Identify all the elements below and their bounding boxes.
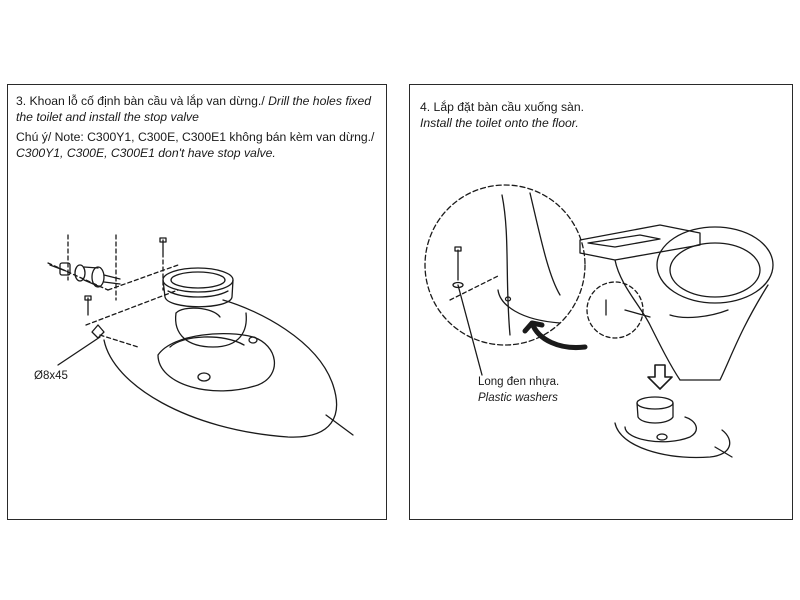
install-toilet-illustration (424, 184, 774, 459)
step-3-note-en: C300Y1, C300E, C300E1 don't have stop va… (16, 146, 276, 160)
stop-valve-icon (49, 262, 121, 288)
washer-label-vi: Long đen nhựa. (478, 376, 560, 388)
step-3-title-en-part-1: Drill the holes fixed (268, 94, 372, 108)
step-4-panel: 4. Lắp đặt bàn cầu xuống sàn. Install th… (409, 84, 793, 520)
detail-focus-circle (586, 281, 644, 339)
step-3-panel: 3. Khoan lỗ cố định bàn cầu và lắp van d… (7, 84, 387, 520)
floor-flange-icon (157, 267, 275, 392)
washer-label-en: Plastic washers (478, 392, 558, 404)
curved-arrow-icon (522, 320, 588, 351)
floor-flange-icon (614, 396, 733, 459)
toilet-footprint-outline (103, 299, 338, 438)
step-3-title-vi: 3. Khoan lỗ cố định bàn cầu và lắp van d… (16, 94, 265, 108)
step-3-title-line-1: 3. Khoan lỗ cố định bàn cầu và lắp van d… (16, 93, 371, 109)
drill-size-label: Ø8x45 (34, 370, 68, 382)
step-4-title-en: Install the toilet onto the floor. (420, 116, 579, 130)
drill-hole-marker-icon (91, 324, 105, 339)
step-4-title-vi: 4. Lắp đặt bàn cầu xuống sàn. (420, 100, 584, 114)
down-arrow-icon (647, 364, 673, 390)
drill-holes-illustration (47, 234, 354, 438)
step-3-note-vi: Chú ý/ Note: C300Y1, C300E, C300E1 không… (16, 130, 375, 144)
step-3-title-en-part-2: the toilet and install the stop valve (16, 110, 199, 124)
screw-icon (84, 237, 167, 316)
toilet-bowl-icon (579, 224, 774, 381)
detail-magnifier-icon (424, 184, 586, 376)
drill-label-leader (57, 336, 101, 366)
